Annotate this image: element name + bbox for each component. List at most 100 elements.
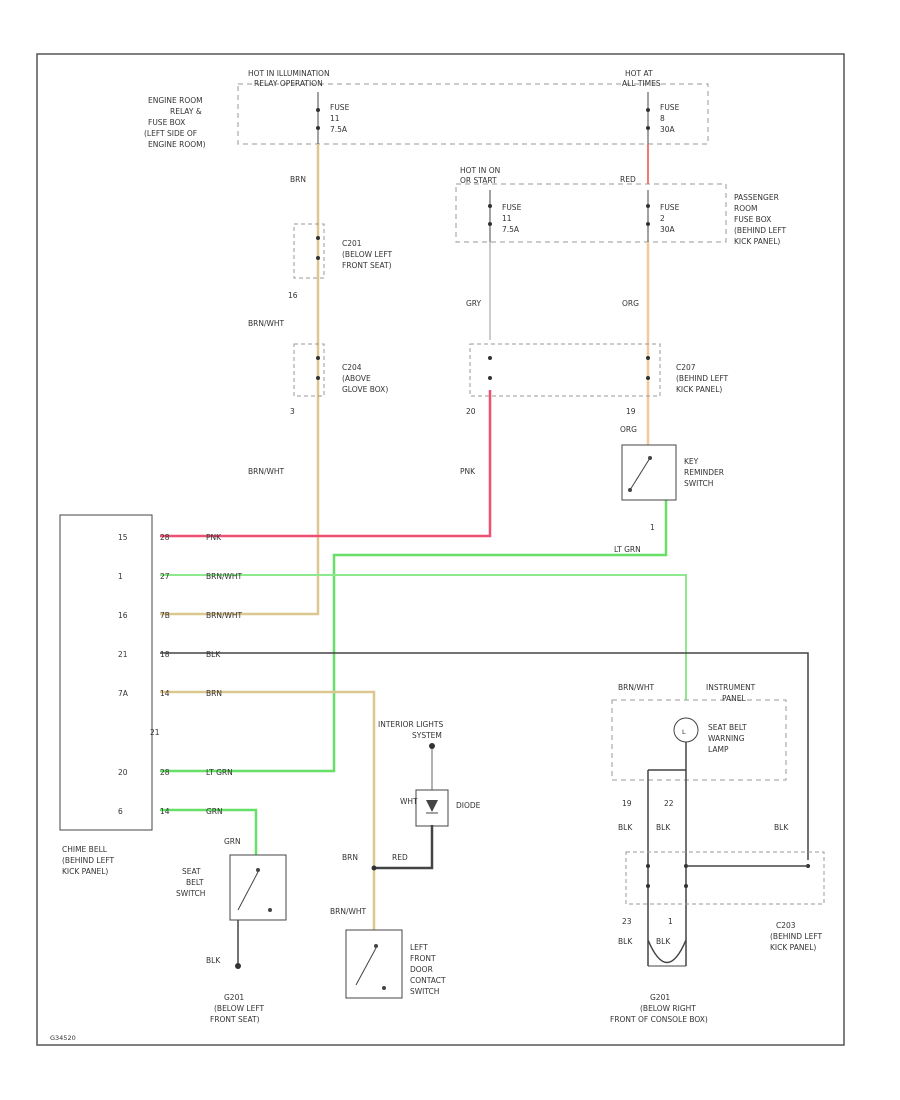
door-switch-label: LEFT FRONT DOOR CONTACT SWITCH xyxy=(410,943,446,996)
svg-text:G201: G201 xyxy=(224,993,244,1002)
svg-text:FUSE: FUSE xyxy=(502,203,522,212)
svg-text:FRONT: FRONT xyxy=(410,954,436,963)
wire-label-grn: GRN xyxy=(206,807,223,816)
wire-label-grn2: GRN xyxy=(224,837,241,846)
wire-label-gry: GRY xyxy=(466,299,482,308)
svg-text:G201: G201 xyxy=(650,993,670,1002)
svg-text:18: 18 xyxy=(160,650,170,659)
chime-bell xyxy=(59,514,153,831)
svg-text:RELAY &: RELAY & xyxy=(170,107,202,116)
svg-text:28: 28 xyxy=(160,768,170,777)
wire-blk xyxy=(160,652,809,860)
interior-light-label: INTERIOR LIGHTS SYSTEM xyxy=(378,720,443,740)
svg-text:WARNING: WARNING xyxy=(708,734,745,743)
wire-label-blk6: BLK xyxy=(656,937,671,946)
svg-text:(BEHIND LEFT: (BEHIND LEFT xyxy=(734,226,787,235)
c203-label: C203 (BEHIND LEFT KICK PANEL) xyxy=(770,921,823,952)
svg-text:REMINDER: REMINDER xyxy=(684,468,724,477)
svg-text:INSTRUMENT: INSTRUMENT xyxy=(706,683,756,692)
svg-text:(BEHIND LEFT: (BEHIND LEFT xyxy=(676,374,729,383)
wire-brn-wht-lamp xyxy=(160,574,687,700)
chime-bell-label: CHIME BELL (BEHIND LEFT KICK PANEL) xyxy=(62,845,115,876)
svg-text:CHIME BELL: CHIME BELL xyxy=(62,845,108,854)
wire-label-brn2: BRN xyxy=(206,689,222,698)
wire-label-brn-wht-ip: BRN/WHT xyxy=(618,683,655,692)
svg-text:LEFT: LEFT xyxy=(410,943,428,952)
svg-text:FRONT SEAT): FRONT SEAT) xyxy=(210,1015,260,1024)
svg-text:7A: 7A xyxy=(118,689,129,698)
wire-label-red2: RED xyxy=(392,853,408,862)
svg-text:C201: C201 xyxy=(342,239,362,248)
wire-label-lt-grn: LT GRN xyxy=(614,545,641,554)
svg-text:21: 21 xyxy=(118,650,128,659)
svg-text:FRONT SEAT): FRONT SEAT) xyxy=(342,261,392,270)
svg-text:(LEFT SIDE OF: (LEFT SIDE OF xyxy=(144,129,197,138)
wire-grn-seat-switch xyxy=(160,808,258,855)
wire-label-brn-wht5: BRN/WHT xyxy=(330,907,367,916)
fuse-11-engine-label: FUSE 11 7.5A xyxy=(330,103,350,134)
svg-text:ROOM: ROOM xyxy=(734,204,758,213)
svg-text:8: 8 xyxy=(660,114,665,123)
passenger-room-fuse-box xyxy=(455,183,727,243)
c207-label: C207 (BEHIND LEFT KICK PANEL) xyxy=(676,363,729,394)
wire-label-brn-wht2: BRN/WHT xyxy=(248,467,285,476)
svg-text:KICK PANEL): KICK PANEL) xyxy=(676,385,722,394)
hot-illum-label: HOT IN ILLUMINATION xyxy=(248,69,330,78)
svg-text:21: 21 xyxy=(150,728,160,737)
svg-text:14: 14 xyxy=(160,807,170,816)
passenger-box-label: PASSENGER ROOM FUSE BOX (BEHIND LEFT KIC… xyxy=(734,193,787,246)
pin-19: 19 xyxy=(626,407,636,416)
svg-text:27: 27 xyxy=(160,572,170,581)
wire-label-brn3: BRN xyxy=(342,853,358,862)
svg-text:C207: C207 xyxy=(676,363,696,372)
svg-text:30A: 30A xyxy=(660,125,676,134)
svg-text:SWITCH: SWITCH xyxy=(684,479,713,488)
svg-text:16: 16 xyxy=(118,611,128,620)
svg-text:FUSE: FUSE xyxy=(330,103,350,112)
svg-text:7B: 7B xyxy=(160,611,170,620)
diagram-border xyxy=(36,53,845,1046)
svg-text:C204: C204 xyxy=(342,363,362,372)
svg-text:PASSENGER: PASSENGER xyxy=(734,193,779,202)
key-reminder-switch xyxy=(621,444,677,501)
door-contact-switch xyxy=(345,929,403,999)
svg-text:ENGINE ROOM: ENGINE ROOM xyxy=(148,96,203,105)
pin-16: 16 xyxy=(288,291,298,300)
g201-right-label: G201 (BELOW RIGHT FRONT OF CONSOLE BOX) xyxy=(610,993,708,1024)
svg-text:FUSE BOX: FUSE BOX xyxy=(148,118,185,127)
wire-label-blk3: BLK xyxy=(656,823,671,832)
g201-left-label: G201 (BELOW LEFT FRONT SEAT) xyxy=(210,993,265,1024)
svg-text:28: 28 xyxy=(160,533,170,542)
pin-22: 22 xyxy=(664,799,674,808)
svg-text:KICK PANEL): KICK PANEL) xyxy=(770,943,816,952)
svg-text:2: 2 xyxy=(660,214,665,223)
svg-text:11: 11 xyxy=(330,114,340,123)
chime-bell-right-pins: 28 27 7B 18 14 28 14 xyxy=(160,533,170,816)
engine-room-box-label: ENGINE ROOM RELAY & FUSE BOX (LEFT SIDE … xyxy=(144,96,206,149)
instrument-panel-label: INSTRUMENT PANEL xyxy=(706,683,756,703)
wire-label-lt-grn2: LT GRN xyxy=(206,768,233,777)
svg-text:20: 20 xyxy=(118,768,128,777)
svg-text:KICK PANEL): KICK PANEL) xyxy=(62,867,108,876)
hot-illum-sub-label: RELAY OPERATION xyxy=(254,79,323,88)
wire-label-blk7: BLK xyxy=(206,956,221,965)
diode xyxy=(415,789,449,827)
pin-3: 3 xyxy=(290,407,295,416)
lamp-glyph: L xyxy=(682,728,686,736)
wire-pnk xyxy=(160,390,492,538)
wire-lt-grn-key xyxy=(160,500,668,773)
instrument-panel xyxy=(611,699,787,781)
svg-text:FUSE: FUSE xyxy=(660,103,680,112)
svg-text:SWITCH: SWITCH xyxy=(176,889,205,898)
fuse-11-passenger-label: FUSE 11 7.5A xyxy=(502,203,522,234)
hot-in-on-sub-label: OR START xyxy=(460,176,497,185)
wire-label-org2: ORG xyxy=(620,425,637,434)
wire-label-blk4: BLK xyxy=(774,823,789,832)
svg-text:CONTACT: CONTACT xyxy=(410,976,446,985)
svg-text:FUSE BOX: FUSE BOX xyxy=(734,215,771,224)
svg-text:C203: C203 xyxy=(776,921,796,930)
pin-23: 23 xyxy=(622,917,632,926)
svg-text:SEAT: SEAT xyxy=(182,867,201,876)
svg-text:GLOVE BOX): GLOVE BOX) xyxy=(342,385,388,394)
